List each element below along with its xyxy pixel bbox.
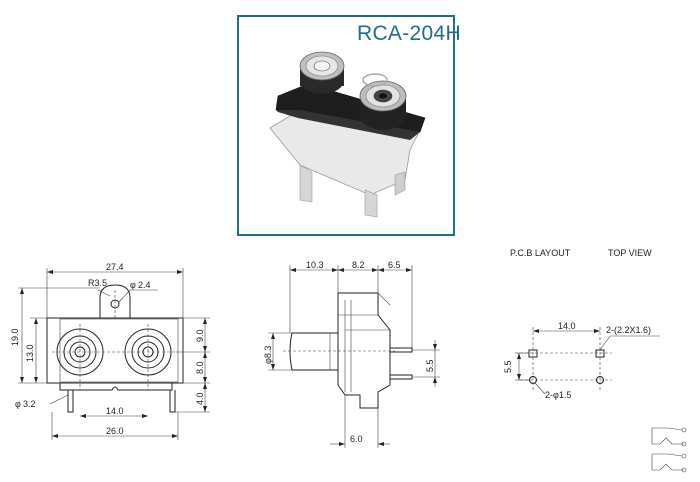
dim-9-0: 9.0 [195,329,205,342]
dim-27-4: 27.4 [106,262,124,272]
dim-3-2: 3.2 [23,399,36,409]
hole-note: 2-φ1.5 [545,390,571,400]
dim-14-0-pcb: 14.0 [558,321,576,331]
schematic-symbol [651,427,687,473]
dim-14-0-front: 14.0 [106,406,124,416]
model-title: RCA-204H [357,22,461,45]
dim-19-0: 19.0 [10,328,20,346]
dim-phi-8-3: φ8.3 [263,346,273,364]
dim-8-2: 8.2 [352,260,365,270]
dim-5-5-side: 5.5 [425,359,435,372]
dim-10-3: 10.3 [306,260,324,270]
dim-2-4: 2.4 [138,280,151,290]
side-view: 10.3 8.2 6.5 φ8.3 5.5 6.0 [263,260,440,448]
dim-6-5: 6.5 [388,260,401,270]
dim-26-0: 26.0 [106,426,124,436]
dim-4-0: 4.0 [195,392,205,405]
dim-6-0: 6.0 [350,434,363,444]
front-view: 27.4 R3.5 φ 2.4 19.0 13.0 9.0 8.0 4.0 φ … [10,262,210,440]
pcb-layout-label: P.C.B LAYOUT [510,248,571,258]
slot-note: 2-(2.2X1.6) [606,325,651,335]
dim-5-5-pcb: 5.5 [503,360,513,373]
dim-8-0: 8.0 [195,361,205,374]
phi-symbol-2-4: φ [130,280,136,290]
dim-13-0: 13.0 [25,344,35,362]
pcb-layout: 14.0 2-(2.2X1.6) 5.5 2-φ1.5 [503,321,660,400]
top-view-label: TOP VIEW [608,248,652,258]
product-photo [269,51,426,218]
dim-r3-5: R3.5 [88,278,107,288]
phi-symbol-3-2: φ [15,399,21,409]
